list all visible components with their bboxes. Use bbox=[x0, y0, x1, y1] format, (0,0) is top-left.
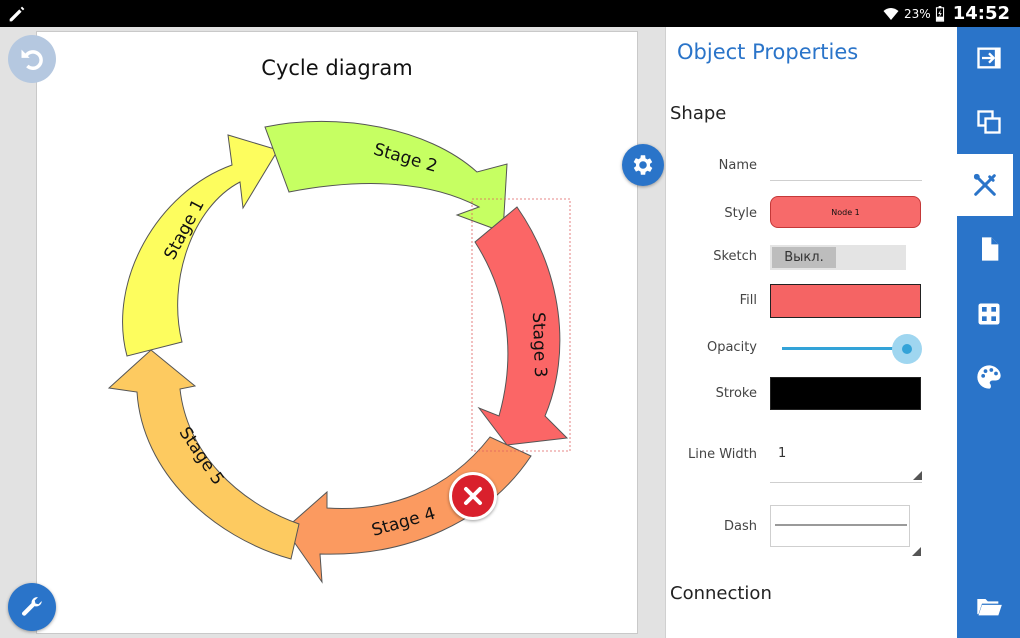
style-label: Style bbox=[724, 206, 757, 221]
copy-icon bbox=[976, 110, 1001, 134]
rail-document-button[interactable] bbox=[957, 218, 1020, 280]
line-width-label: Line Width bbox=[688, 447, 757, 462]
sketch-label: Sketch bbox=[713, 249, 757, 264]
cycle-diagram: Stage 1 Stage 2 Stage 3 Stage 4 Stage 5 bbox=[107, 120, 571, 584]
dash-preview-line bbox=[775, 524, 907, 526]
shape-section-title: Shape bbox=[670, 103, 727, 124]
rail-folder-button[interactable] bbox=[957, 575, 1020, 637]
object-properties-panel: Object Properties Shape Name Style Node … bbox=[665, 27, 957, 638]
diagram-page[interactable]: Cycle diagram Stage 1 Stage 2 Stage 3 St… bbox=[36, 31, 664, 634]
battery-percent: 23% bbox=[904, 6, 931, 21]
tools-icon bbox=[973, 173, 996, 196]
node-settings-button[interactable] bbox=[622, 144, 664, 186]
stroke-label: Stroke bbox=[715, 386, 757, 401]
document-icon bbox=[981, 237, 998, 261]
stage-5-arrow[interactable] bbox=[107, 349, 300, 560]
battery-charging-icon bbox=[935, 5, 944, 22]
selection-outline bbox=[471, 198, 571, 452]
stage-2-arrow[interactable] bbox=[264, 120, 508, 233]
delete-node-button[interactable] bbox=[449, 472, 497, 520]
stage-3-label: Stage 3 bbox=[528, 312, 550, 378]
canvas-area[interactable]: Cycle diagram Stage 1 Stage 2 Stage 3 St… bbox=[0, 27, 665, 638]
stroke-color-swatch[interactable] bbox=[770, 377, 921, 410]
pencil-icon bbox=[9, 6, 25, 22]
name-input[interactable] bbox=[770, 166, 922, 181]
wrench-icon bbox=[22, 597, 42, 616]
connection-section-title: Connection bbox=[670, 583, 772, 604]
stage-1-arrow[interactable] bbox=[122, 134, 279, 357]
exit-to-app-icon bbox=[976, 47, 1001, 69]
stage-4-arrow[interactable] bbox=[284, 436, 532, 584]
diagram-title[interactable]: Cycle diagram bbox=[261, 56, 413, 80]
rail-copy-button[interactable] bbox=[957, 91, 1020, 153]
clock: 14:52 bbox=[952, 3, 1010, 24]
name-label: Name bbox=[718, 158, 757, 173]
dash-label: Dash bbox=[724, 519, 757, 534]
rail-layout-button[interactable] bbox=[957, 283, 1020, 345]
tools-button[interactable] bbox=[8, 583, 56, 631]
fill-label: Fill bbox=[739, 293, 757, 308]
gear-icon bbox=[633, 155, 653, 175]
opacity-slider-track bbox=[782, 347, 908, 350]
dropdown-corner-icon bbox=[912, 547, 921, 556]
dropdown-corner-icon bbox=[913, 471, 922, 480]
opacity-slider[interactable] bbox=[770, 332, 922, 364]
layout-icon bbox=[978, 303, 999, 325]
line-width-value: 1 bbox=[778, 446, 787, 461]
rail-exit-button[interactable] bbox=[957, 27, 1020, 89]
side-toolbar bbox=[957, 27, 1020, 638]
palette-icon bbox=[976, 365, 1001, 389]
stage-3-arrow[interactable] bbox=[474, 206, 569, 446]
opacity-slider-thumb[interactable] bbox=[892, 334, 922, 364]
wifi-icon bbox=[883, 7, 899, 20]
rail-palette-button[interactable] bbox=[957, 346, 1020, 408]
folder-open-icon bbox=[976, 599, 1002, 616]
close-icon bbox=[464, 487, 482, 505]
fill-color-swatch[interactable] bbox=[770, 284, 921, 318]
panel-title: Object Properties bbox=[677, 40, 859, 64]
style-selector[interactable]: Node 1 bbox=[770, 196, 921, 228]
undo-icon bbox=[21, 49, 43, 70]
sketch-toggle[interactable]: Выкл. bbox=[770, 245, 906, 270]
undo-button[interactable] bbox=[8, 35, 56, 83]
rail-tools-button[interactable] bbox=[957, 154, 1013, 216]
opacity-label: Opacity bbox=[706, 340, 757, 355]
dash-select[interactable] bbox=[770, 505, 921, 556]
line-width-select[interactable]: 1 bbox=[770, 439, 922, 483]
sketch-toggle-knob: Выкл. bbox=[772, 247, 836, 268]
status-bar: 23% 14:52 bbox=[0, 0, 1020, 27]
style-value: Node 1 bbox=[831, 207, 860, 217]
